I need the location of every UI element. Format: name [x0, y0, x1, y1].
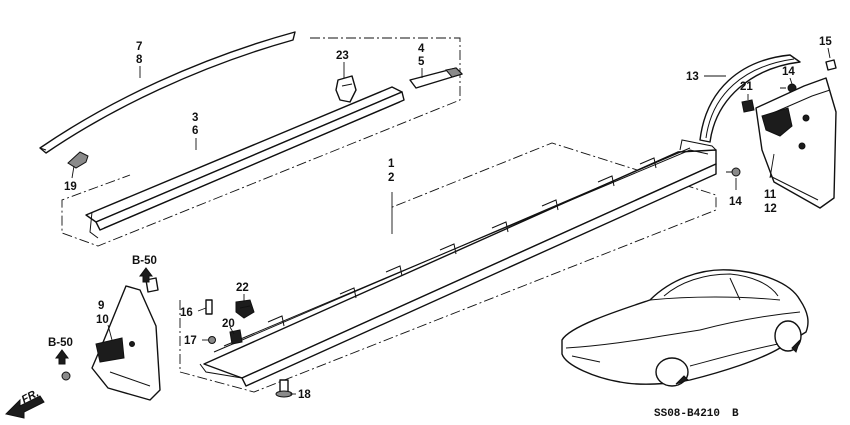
callout-6: 6 [192, 125, 198, 137]
leader-lines [71, 47, 831, 395]
nut-21 [741, 99, 755, 113]
callout-21: 21 [740, 81, 753, 93]
callout-19: 19 [64, 181, 77, 193]
ref-label-b50-top: B-50 [132, 255, 157, 267]
callout-14-top: 14 [782, 66, 795, 78]
front-direction-arrow [5, 395, 45, 419]
clip-15 [825, 59, 837, 71]
fastener-17 [208, 336, 216, 344]
rear-mudguard [755, 77, 837, 209]
callout-7: 7 [136, 41, 142, 53]
callout-1: 1 [388, 158, 395, 170]
front-mudguard [91, 285, 161, 401]
callout-5: 5 [418, 56, 425, 68]
clip-23 [335, 75, 357, 103]
sill-clip-mounts [267, 157, 657, 327]
clip-19 [67, 151, 89, 169]
callout-8: 8 [136, 54, 143, 66]
callout-16: 16 [180, 307, 193, 319]
fastener-16 [205, 299, 213, 315]
callout-12: 12 [764, 203, 777, 215]
callout-3: 3 [192, 112, 198, 124]
callout-15: 15 [819, 36, 832, 48]
callout-2: 2 [388, 172, 394, 184]
group-box-side-sill [179, 142, 717, 393]
ref-arrow-top [139, 267, 153, 283]
fastener-20 [229, 329, 243, 345]
group-box-door-molding [61, 37, 461, 247]
roof-molding [39, 31, 296, 154]
door-molding [85, 86, 405, 239]
callout-11: 11 [764, 189, 777, 201]
callout-23: 23 [336, 50, 349, 62]
screw-18 [275, 379, 293, 398]
ref-arrow-left [55, 349, 69, 365]
end-cap-4-5 [409, 67, 463, 89]
callout-20: 20 [222, 318, 235, 330]
car-silhouette [561, 269, 809, 387]
screw-14-bottom [726, 167, 741, 177]
callout-9: 9 [98, 300, 104, 312]
callout-22: 22 [236, 282, 249, 294]
callout-4: 4 [418, 43, 425, 55]
side-sill-garnish [199, 139, 717, 387]
callout-13: 13 [686, 71, 699, 83]
callout-14-bottom: 14 [729, 196, 742, 208]
screw-front-mudguard [61, 371, 71, 381]
callout-10: 10 [96, 314, 109, 326]
ref-label-b50-left: B-50 [48, 337, 73, 349]
fastener-22 [235, 299, 255, 319]
callout-18: 18 [298, 389, 311, 401]
callout-17: 17 [184, 335, 197, 347]
diagram-code: SS08-B4210 [654, 408, 720, 420]
wheel-arch-molding [699, 54, 801, 143]
diagram-code-suffix: B [732, 408, 739, 420]
